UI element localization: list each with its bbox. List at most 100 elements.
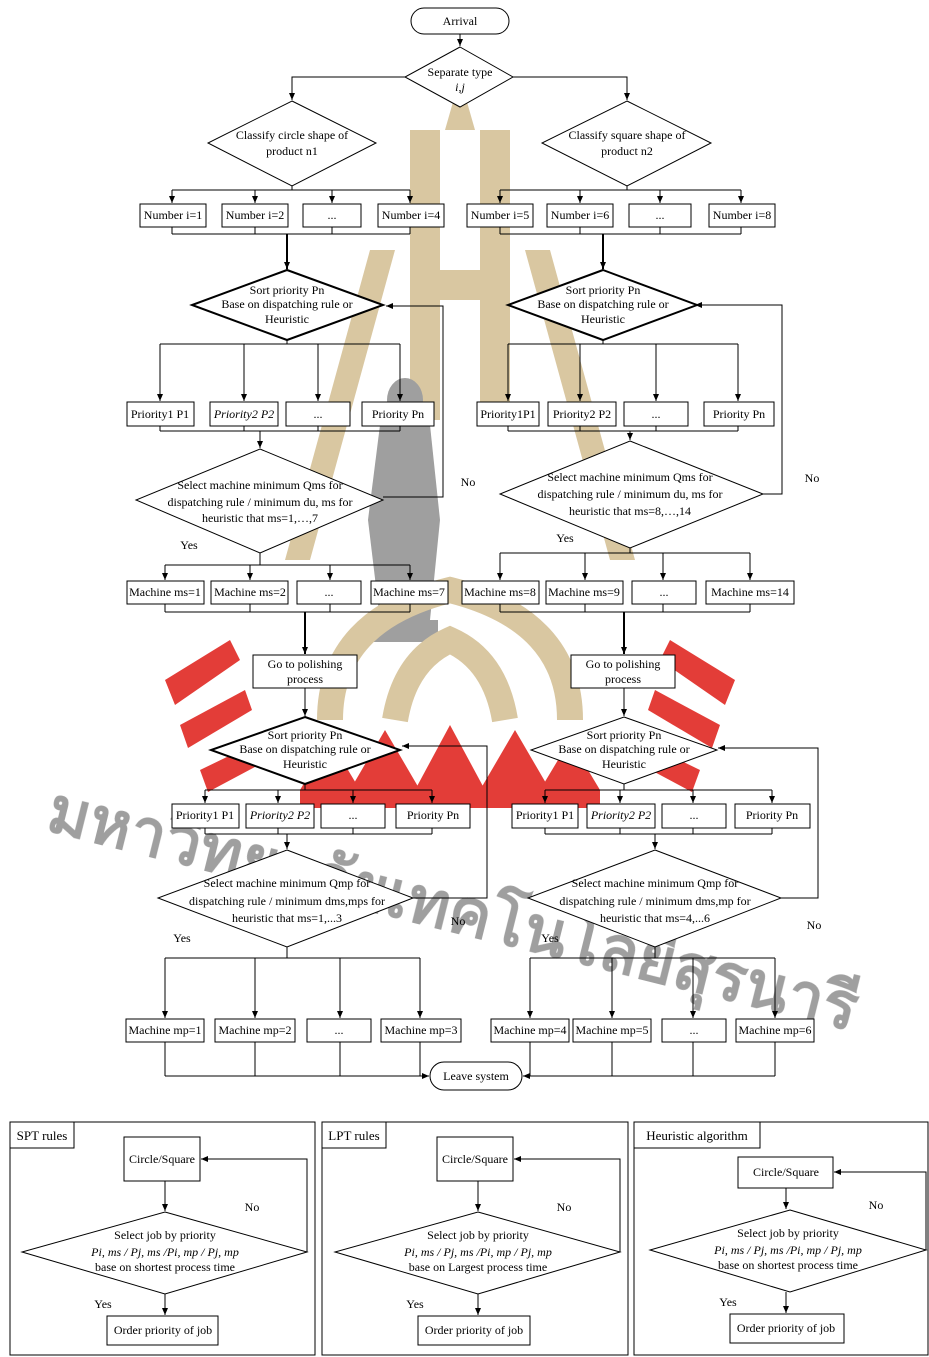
machine-label: Machine ms=2 [214,585,286,599]
panel-end-label: Order priority of job [114,1323,212,1337]
priority-label: Priority2 P2 [213,407,274,421]
number-label: Number i=1 [144,208,202,222]
sort-label: Sort priority Pn [250,283,325,297]
machine-label: Machine mp=5 [575,1023,648,1037]
machine-label: ... [335,1023,344,1037]
select-machine-2-label: Select machine minimum Qmp for [204,876,371,890]
priority-label: ... [652,407,661,421]
select-machine-2-label: dispatching rule / minimum dms,mps for [189,894,385,908]
no-label: No [461,475,476,489]
separate-label: Separate type [428,65,493,79]
select-machine-label: dispatching rule / minimum du, ms for [538,487,723,501]
panel-select-label: Select job by priority [737,1226,839,1240]
priority-label: Priority1 P1 [176,808,234,822]
no-label: No [451,914,466,928]
separate-label: i,j [455,80,465,94]
machine-label: Machine ms=8 [464,585,536,599]
priority-label: Priority2 P2 [553,407,611,421]
panel-select-label: Pi, ms / Pj, ms /Pi, mp / Pj, mp [403,1245,552,1259]
panel-title: LPT rules [328,1128,379,1143]
sort-label: Sort priority Pn [566,283,641,297]
priority-label: Priority2 P2 [590,808,651,822]
yes-label: Yes [556,531,574,545]
sort-label: Base on dispatching rule or [537,297,668,311]
sort2-label: Sort priority Pn [268,728,343,742]
machine-label: Machine mp=3 [384,1023,457,1037]
panel-start-label: Circle/Square [129,1152,195,1166]
rule-panels: SPT rules Circle/Square Select job by pr… [10,1122,928,1355]
leave-system-label: Leave system [443,1069,509,1083]
sort-label: Base on dispatching rule or [221,297,352,311]
yes-label: Yes [541,931,559,945]
sort2-label: Base on dispatching rule or [239,742,370,756]
priority-label: Priority Pn [746,808,798,822]
classify-square-label: Classify square shape of [569,128,686,142]
priority-label: Priority Pn [713,407,765,421]
panel-start-label: Circle/Square [442,1152,508,1166]
panel-yes-label: Yes [94,1297,112,1311]
number-label: Number i=4 [382,208,440,222]
sort2-label: Base on dispatching rule or [558,742,689,756]
classify-circle-label: product n1 [266,144,318,158]
machine-label: Machine ms=14 [711,585,789,599]
machine-label: Machine mp=6 [738,1023,811,1037]
select-machine-2-label: heuristic that ms=1,...3 [232,911,342,925]
priority-label: ... [314,407,323,421]
sort2-label: Heuristic [283,757,327,771]
panel-yes-label: Yes [719,1295,737,1309]
select-machine-label: Select machine minimum Qms for [547,470,712,484]
priority-label: Priority1 P1 [131,407,189,421]
panel-end-label: Order priority of job [737,1321,835,1335]
panel-select-label: base on shortest process time [718,1258,858,1272]
yes-label: Yes [173,931,191,945]
polishing-label: process [287,672,323,686]
panel-no-label: No [245,1200,260,1214]
polishing-label: process [605,672,641,686]
panel-select-label: Pi, ms / Pj, ms /Pi, mp / Pj, mp [90,1245,239,1259]
classify-square-label: product n2 [601,144,653,158]
priority-label: Priority Pn [372,407,424,421]
panel-title: Heuristic algorithm [646,1128,747,1143]
panel-end-label: Order priority of job [425,1323,523,1337]
sort2-label: Sort priority Pn [587,728,662,742]
number-label: Number i=5 [471,208,529,222]
machine-label: ... [660,585,669,599]
yes-label: Yes [180,538,198,552]
number-label: ... [656,208,665,222]
number-label: Number i=8 [713,208,771,222]
machine-label: Machine ms=9 [548,585,620,599]
priority-label: Priority1P1 [480,407,535,421]
select-machine-label: heuristic that ms=8,…,14 [569,504,691,518]
classify-circle-label: Classify circle shape of [236,128,348,142]
machine-label: Machine mp=4 [493,1023,566,1037]
sort2-label: Heuristic [602,757,646,771]
machine-label: ... [690,1023,699,1037]
priority-label: ... [690,808,699,822]
panel-start-label: Circle/Square [753,1165,819,1179]
priority-label: ... [349,808,358,822]
select-machine-label: Select machine minimum Qms for [177,478,342,492]
machine-label: Machine mp=1 [128,1023,201,1037]
panel-select-label: Select job by priority [427,1228,529,1242]
number-label: ... [328,208,337,222]
panel-select-label: base on Largest process time [409,1260,547,1274]
panel-select-label: base on shortest process time [95,1260,235,1274]
select-machine-label: heuristic that ms=1,…,7 [202,511,318,525]
machine-label: Machine ms=7 [373,585,445,599]
panel-yes-label: Yes [406,1297,424,1311]
select-machine-2-label: dispatching rule / minimum dms,mp for [559,894,750,908]
sort-label: Heuristic [581,312,625,326]
select-machine-label: dispatching rule / minimum du, ms for [168,495,353,509]
sort-label: Heuristic [265,312,309,326]
polishing-label: Go to polishing [586,657,661,671]
priority-label: Priority Pn [407,808,459,822]
arrival-label: Arrival [443,14,478,28]
panel-no-label: No [557,1200,572,1214]
machine-label: Machine ms=1 [129,585,201,599]
panel-title: SPT rules [17,1128,68,1143]
polishing-label: Go to polishing [268,657,343,671]
panel-no-label: No [869,1198,884,1212]
no-label: No [807,918,822,932]
select-machine-2-label: Select machine minimum Qmp for [572,876,739,890]
